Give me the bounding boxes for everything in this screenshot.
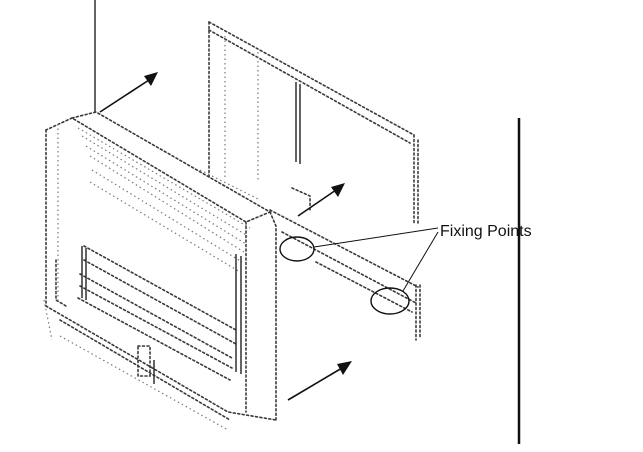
leader-upper (313, 227, 439, 248)
fire-unit (43, 111, 277, 431)
rear-casing (199, 21, 421, 341)
arrow-middle (297, 183, 345, 217)
fixing-point-upper (279, 236, 315, 262)
arrow-upper-left (99, 72, 158, 113)
leader-lower (402, 231, 439, 292)
fixing-point-lower (370, 287, 410, 315)
fixing-points-label: Fixing Points (440, 223, 532, 240)
arrow-lower (287, 361, 352, 401)
